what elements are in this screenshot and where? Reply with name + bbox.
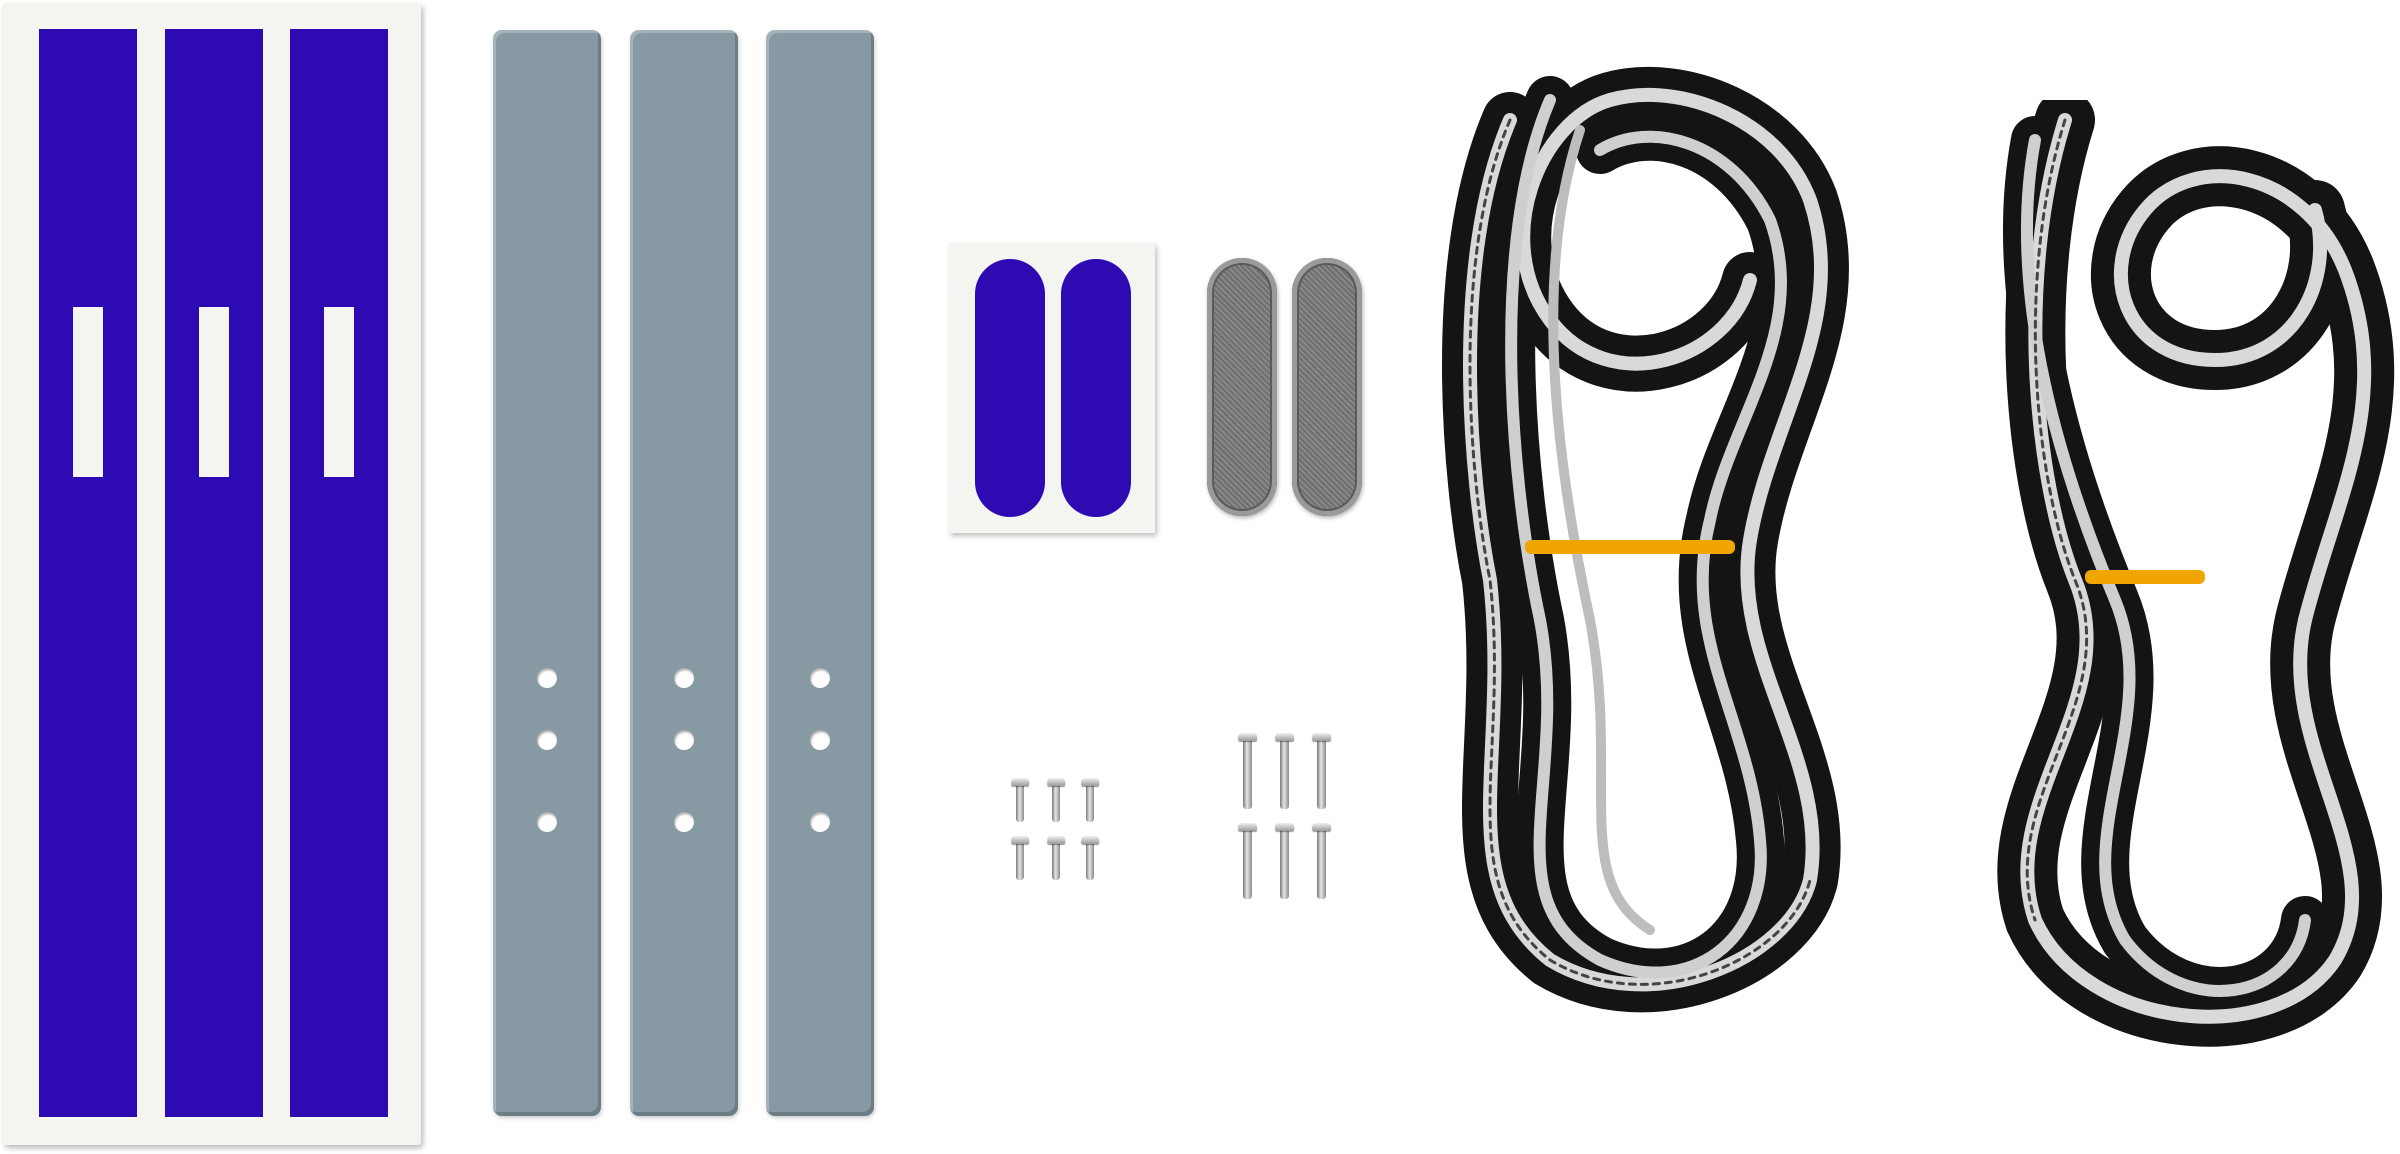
strip-slot xyxy=(324,307,354,477)
blue-adhesive-strip xyxy=(290,29,388,1117)
orange-tie xyxy=(2085,570,2205,584)
bar-hole xyxy=(674,668,694,688)
long-screw xyxy=(1243,829,1252,899)
blue-adhesive-strip xyxy=(39,29,137,1117)
blue-adhesive-strip xyxy=(165,29,263,1117)
brush-weatherstrip-coil xyxy=(1975,100,2395,1060)
adhesive-strip-sheet xyxy=(3,3,421,1145)
bar-hole xyxy=(537,812,557,832)
strip-slot xyxy=(199,307,229,477)
bar-hole xyxy=(674,730,694,750)
bar-hole xyxy=(537,668,557,688)
long-screw xyxy=(1317,829,1326,899)
long-screws-group xyxy=(1225,735,1335,905)
bar-hole xyxy=(674,812,694,832)
orange-tie xyxy=(1525,540,1735,554)
strip-slot xyxy=(73,307,103,477)
metal-plate xyxy=(1292,258,1362,516)
metal-plate xyxy=(1207,258,1277,516)
brush-weatherstrip-coil xyxy=(1430,60,1860,1020)
small-screw xyxy=(1016,784,1024,822)
gray-mounting-bar xyxy=(493,30,601,1116)
gray-mounting-bar xyxy=(630,30,738,1116)
small-screw xyxy=(1086,842,1094,880)
small-screw xyxy=(1016,842,1024,880)
long-screw xyxy=(1317,739,1326,809)
bar-hole xyxy=(810,812,830,832)
small-screw xyxy=(1052,784,1060,822)
blue-adhesive-pad xyxy=(1061,259,1131,517)
small-screws-group xyxy=(1000,780,1110,890)
small-screw xyxy=(1052,842,1060,880)
gray-mounting-bar xyxy=(766,30,874,1116)
small-screw xyxy=(1086,784,1094,822)
bar-hole xyxy=(810,730,830,750)
long-screw xyxy=(1280,829,1289,899)
long-screw xyxy=(1243,739,1252,809)
adhesive-pad-sheet xyxy=(949,243,1155,533)
blue-adhesive-pad xyxy=(975,259,1045,517)
bar-hole xyxy=(537,730,557,750)
bar-hole xyxy=(810,668,830,688)
long-screw xyxy=(1280,739,1289,809)
